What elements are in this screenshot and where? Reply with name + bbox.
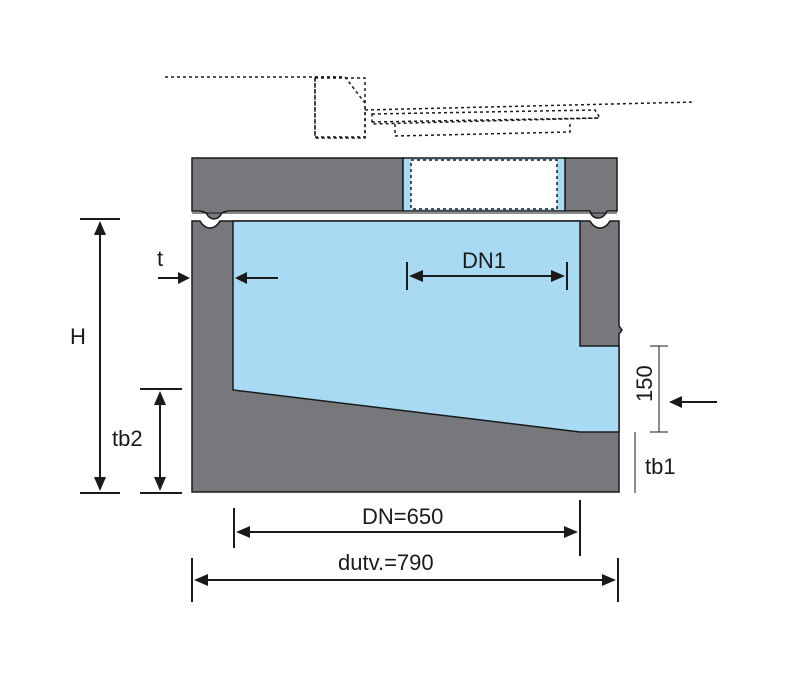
dim-t: t [157, 246, 278, 284]
arrow-t-right [235, 272, 247, 284]
arrow-150 [669, 396, 682, 408]
dashed-cover-outline [165, 76, 696, 139]
dim-DN1: DN1 [406, 248, 568, 290]
label-t: t [157, 246, 163, 271]
grate-opening-inner [410, 159, 558, 210]
top-frame-left-slab [191, 157, 404, 220]
dim-tb1: tb1 [634, 432, 676, 493]
dim-tb2: tb2 [112, 388, 182, 494]
label-DN: DN=650 [362, 504, 443, 529]
label-150: 150 [632, 365, 657, 402]
dim-DN: DN=650 [233, 500, 581, 556]
label-tb2: tb2 [112, 426, 143, 451]
arrow-t-left [178, 272, 190, 284]
dim-H: H [70, 218, 120, 494]
top-frame-right-slab [564, 157, 618, 219]
label-H: H [70, 324, 86, 349]
label-tb1: tb1 [645, 454, 676, 479]
dim-150: 150 [632, 345, 717, 433]
dashed-cover-block [314, 77, 366, 138]
label-dutv: dutv.=790 [338, 550, 434, 575]
label-DN1: DN1 [462, 248, 506, 273]
dim-dutv: dutv.=790 [191, 550, 619, 602]
top-frame [191, 157, 618, 220]
channel-water [232, 220, 620, 433]
